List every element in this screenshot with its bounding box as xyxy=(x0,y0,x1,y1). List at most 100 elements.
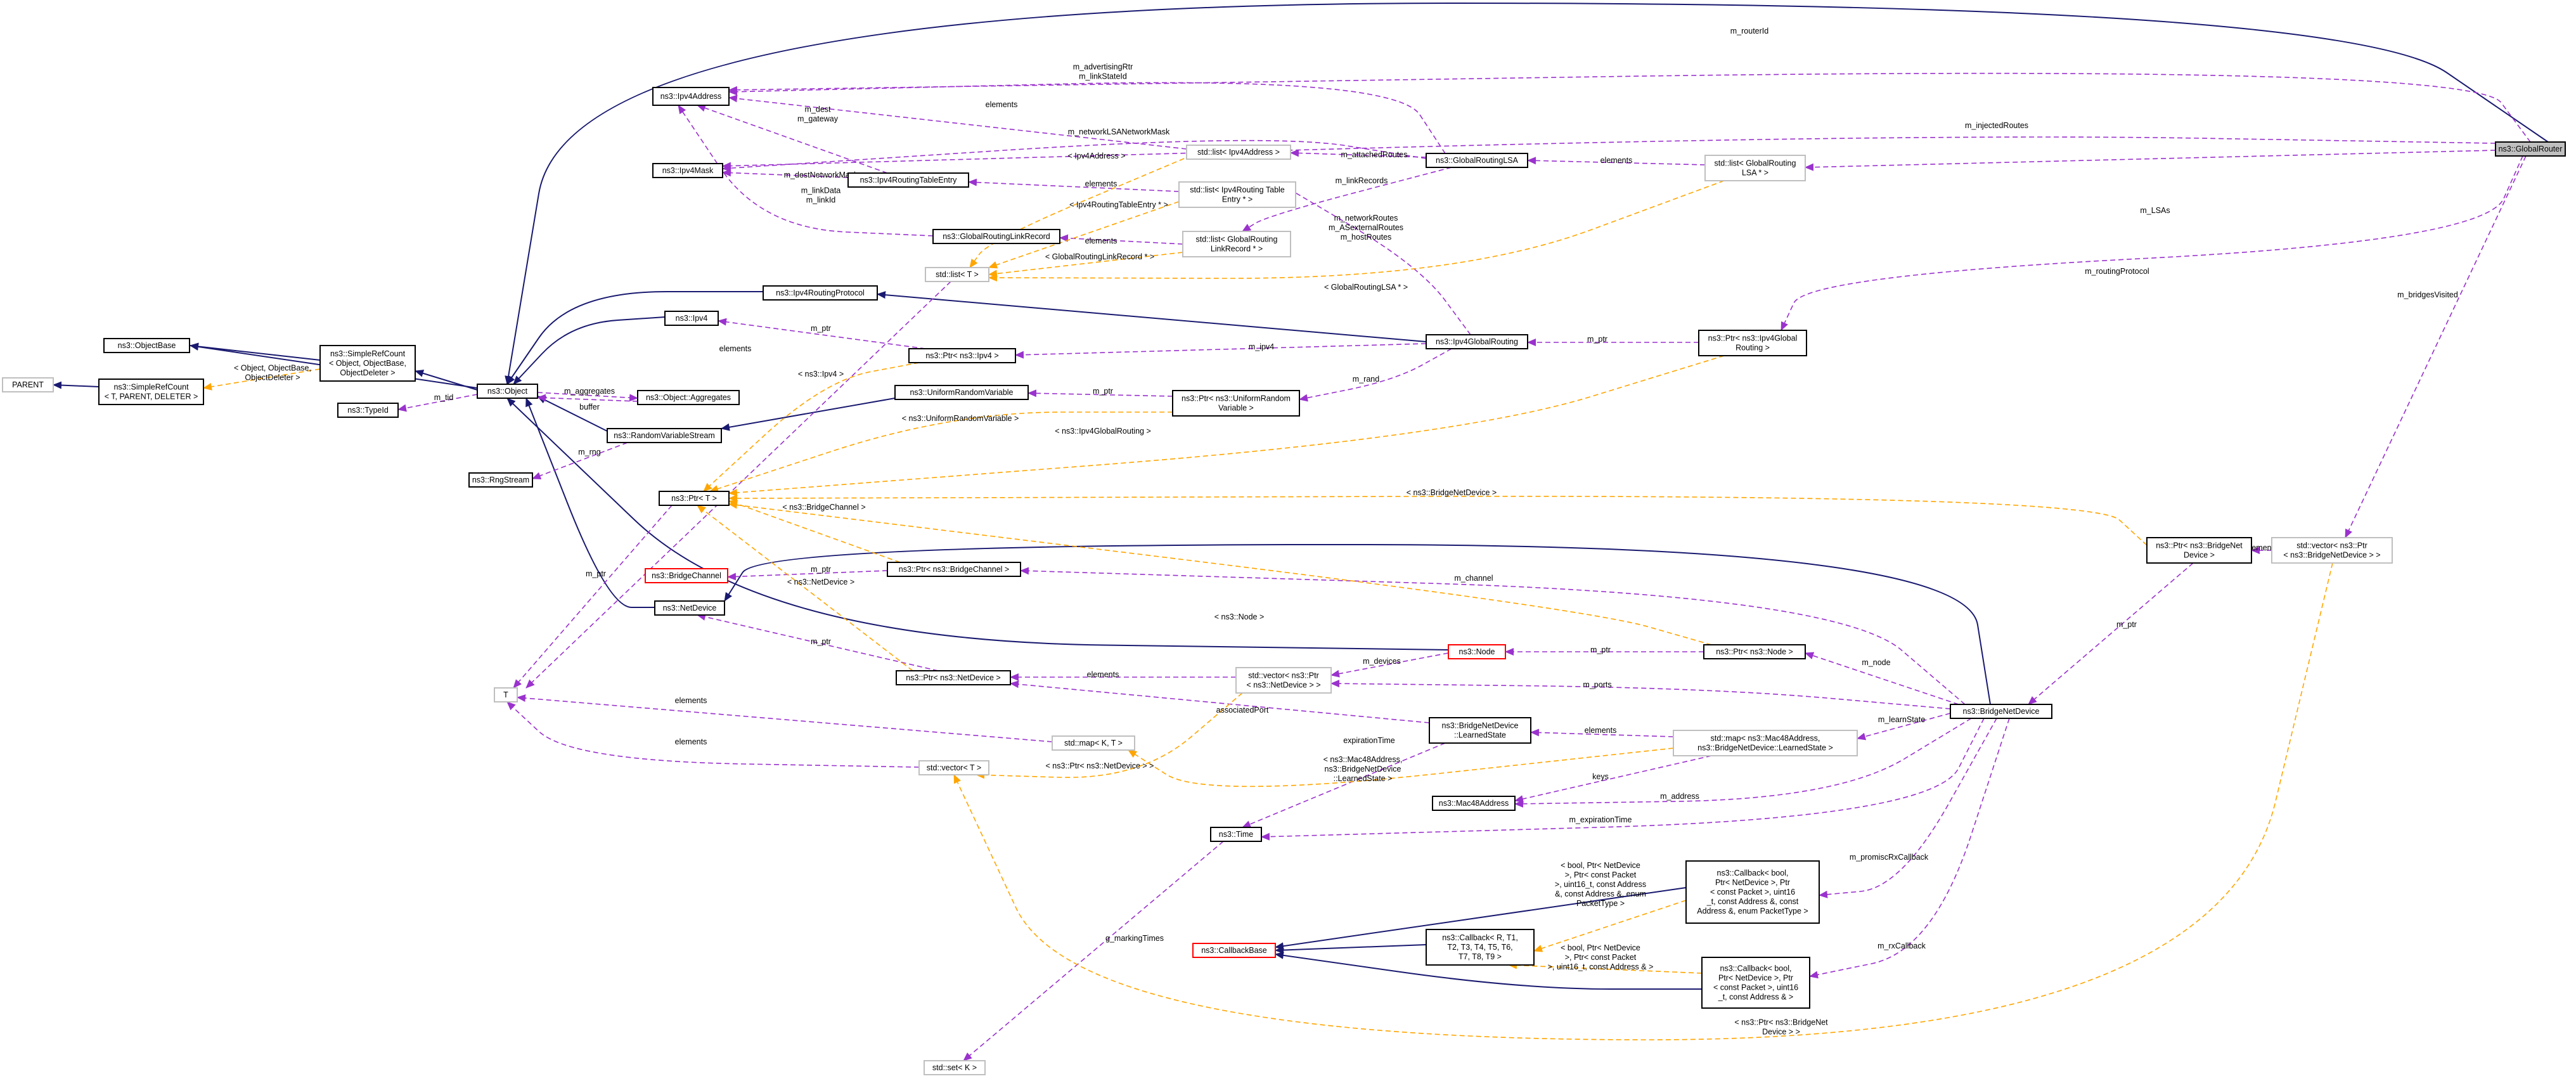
class-name-line: ns3::Ptr< ns3::Ipv4Global xyxy=(1708,334,1798,343)
class-node-node[interactable]: ns3::Node xyxy=(1448,644,1506,659)
edge-random-variable-stream-to-object xyxy=(537,396,608,432)
class-node-learned-state[interactable]: ns3::BridgeNetDevice::LearnedState xyxy=(1429,717,1531,744)
class-node-global-router[interactable]: ns3::GlobalRouter xyxy=(2495,141,2566,157)
edge-learned-state-to-ptr-net-device xyxy=(1010,680,1430,723)
edge-label-line: >, Ptr< const Packet xyxy=(1565,871,1637,879)
class-node-ipv4-address[interactable]: ns3::Ipv4Address xyxy=(652,87,730,106)
class-node-type-id[interactable]: ns3::TypeId xyxy=(337,403,399,418)
edge-label-line: m_linkRecords xyxy=(1336,176,1388,185)
class-node-map-mac48-learned-state[interactable]: std::map< ns3::Mac48Address,ns3::BridgeN… xyxy=(1673,730,1858,756)
class-node-callback-base[interactable]: ns3::CallbackBase xyxy=(1192,943,1276,958)
class-name-line: ns3::BridgeChannel xyxy=(652,571,721,580)
class-node-object-base[interactable]: ns3::ObjectBase xyxy=(103,338,190,353)
class-node-simple-ref-count-t[interactable]: ns3::SimpleRefCount< T, PARENT, DELETER … xyxy=(98,379,204,405)
class-node-rng-stream[interactable]: ns3::RngStream xyxy=(468,472,533,488)
class-name-line: ns3::Ptr< ns3::Node > xyxy=(1716,647,1793,656)
class-box xyxy=(908,348,1016,363)
class-name: std::set< K > xyxy=(932,1063,977,1072)
class-node-ipv4[interactable]: ns3::Ipv4 xyxy=(664,311,719,326)
class-name-line: < T, PARENT, DELETER > xyxy=(105,392,198,401)
class-node-parent[interactable]: PARENT xyxy=(2,377,54,392)
class-node-ptr-ipv4[interactable]: ns3::Ptr< ns3::Ipv4 > xyxy=(908,348,1016,363)
class-node-callback-generic[interactable]: ns3::Callback< R, T1,T2, T3, T4, T5, T6,… xyxy=(1426,929,1535,966)
class-node-callback-rx[interactable]: ns3::Callback< bool,Ptr< NetDevice >, Pt… xyxy=(1701,957,1810,1009)
edge-ptr-node-to-ptr-t xyxy=(728,501,1712,645)
class-node-std-map-kt[interactable]: std::map< K, T > xyxy=(1052,735,1135,751)
class-node-std-set-k[interactable]: std::set< K > xyxy=(924,1060,986,1075)
class-node-ptr-node[interactable]: ns3::Ptr< ns3::Node > xyxy=(1703,644,1806,659)
class-box xyxy=(659,491,730,506)
class-node-global-routing-link-record[interactable]: ns3::GlobalRoutingLinkRecord xyxy=(932,229,1060,244)
class-node-ptr-t[interactable]: ns3::Ptr< T > xyxy=(659,491,730,506)
class-node-std-vector-t[interactable]: std::vector< T > xyxy=(918,760,989,775)
class-node-random-variable-stream[interactable]: ns3::RandomVariableStream xyxy=(607,428,722,443)
class-box xyxy=(1210,827,1262,842)
edge-time-to-std-set-k xyxy=(963,841,1224,1061)
class-node-ptr-bridge-channel[interactable]: ns3::Ptr< ns3::BridgeChannel > xyxy=(887,562,1021,577)
class-node-bridge-channel[interactable]: ns3::BridgeChannel xyxy=(645,568,728,583)
class-node-simple-ref-count-obj[interactable]: ns3::SimpleRefCount< Object, ObjectBase,… xyxy=(319,345,416,382)
edge-list-global-routing-lsa-to-global-routing-lsa xyxy=(1527,157,1706,165)
class-node-uniform-random-variable[interactable]: ns3::UniformRandomVariable xyxy=(894,385,1029,400)
class-node-list-ipv4-address[interactable]: std::list< Ipv4Address > xyxy=(1186,145,1291,160)
class-name: ns3::BridgeChannel xyxy=(652,571,721,580)
class-name-line: ns3::Object::Aggregates xyxy=(646,393,731,402)
edge-uniform-random-variable-to-random-variable-stream xyxy=(721,398,896,431)
edge-ptr-bridge-channel-to-bridge-channel xyxy=(727,570,888,581)
edge-label-m-tid: m_tid xyxy=(434,393,454,402)
edge-label-line: m_hostRoutes xyxy=(1341,233,1392,242)
class-node-vector-ptr-net-device[interactable]: std::vector< ns3::Ptr< ns3::NetDevice > … xyxy=(1235,667,1332,694)
class-node-ipv4-routing-table-entry[interactable]: ns3::Ipv4RoutingTableEntry xyxy=(847,172,969,188)
class-node-t[interactable]: T xyxy=(494,687,518,702)
class-node-ptr-net-device[interactable]: ns3::Ptr< ns3::NetDevice > xyxy=(896,670,1011,685)
class-box xyxy=(1052,735,1135,751)
class-box xyxy=(645,568,728,583)
class-name: std::vector< T > xyxy=(927,763,981,772)
edge-label-m-ptr-bnd: m_ptr xyxy=(2116,620,2137,629)
edge-bridge-net-device-to-net-device xyxy=(724,543,1991,705)
edge-label-line: < ns3::Ipv4GlobalRouting > xyxy=(1055,427,1151,436)
edge-label-line: m_bridgesVisited xyxy=(2397,290,2458,299)
class-node-object[interactable]: ns3::Object xyxy=(477,384,538,399)
class-name-line: ns3::Node xyxy=(1459,647,1495,656)
class-name-line: LinkRecord * > xyxy=(1211,245,1263,254)
class-node-global-routing-lsa[interactable]: ns3::GlobalRoutingLSA xyxy=(1426,153,1528,168)
class-name-line: Variable > xyxy=(1218,404,1254,413)
edge-label-m-ports: m_ports xyxy=(1583,680,1611,689)
class-node-time[interactable]: ns3::Time xyxy=(1210,827,1262,842)
edge-label-m-ptr-netdev: m_ptr xyxy=(811,637,831,646)
edge-global-router-to-ipv4-mask xyxy=(722,136,2496,170)
class-name-line: ns3::RngStream xyxy=(472,476,529,484)
class-name: ns3::Time xyxy=(1219,830,1253,839)
edge-label-line: < bool, Ptr< NetDevice xyxy=(1561,861,1640,870)
class-node-ipv4-global-routing[interactable]: ns3::Ipv4GlobalRouting xyxy=(1426,334,1528,349)
class-node-std-list-t[interactable]: std::list< T > xyxy=(925,267,989,282)
class-node-callback-promisc[interactable]: ns3::Callback< bool,Ptr< NetDevice >, Pt… xyxy=(1685,860,1820,924)
edge-label-m-ptr-igr: m_ptr xyxy=(1587,335,1607,344)
class-node-ipv4-routing-protocol[interactable]: ns3::Ipv4RoutingProtocol xyxy=(763,285,878,301)
class-name-line: ns3::BridgeNetDevice xyxy=(1963,707,2040,716)
class-node-net-device[interactable]: ns3::NetDevice xyxy=(654,600,725,616)
edge-bridge-net-device-to-ptr-bridge-channel xyxy=(1020,567,1966,705)
class-name-line: T xyxy=(503,690,508,699)
class-name: ns3::BridgeNetDevice xyxy=(1963,707,2040,716)
class-name-line: ns3::GlobalRoutingLSA xyxy=(1436,156,1519,165)
class-name: PARENT xyxy=(12,380,44,389)
class-name-line: ns3::Ipv4RoutingProtocol xyxy=(776,288,865,297)
class-node-ipv4-mask[interactable]: ns3::Ipv4Mask xyxy=(652,163,723,178)
class-node-mac48-address[interactable]: ns3::Mac48Address xyxy=(1432,796,1516,811)
class-node-bridge-net-device[interactable]: ns3::BridgeNetDevice xyxy=(1950,704,2052,719)
class-box xyxy=(1192,943,1276,958)
class-node-object-aggregates[interactable]: ns3::Object::Aggregates xyxy=(637,390,740,405)
class-name-line: ns3::Ptr< ns3::NetDevice > xyxy=(906,673,1000,682)
class-name-line: ns3::Ptr< ns3::BridgeChannel > xyxy=(899,565,1009,574)
class-node-vector-ptr-bridge-net-device[interactable]: std::vector< ns3::Ptr< ns3::BridgeNetDev… xyxy=(2271,537,2393,564)
class-name-line: std::list< Ipv4Routing Table xyxy=(1190,186,1285,195)
